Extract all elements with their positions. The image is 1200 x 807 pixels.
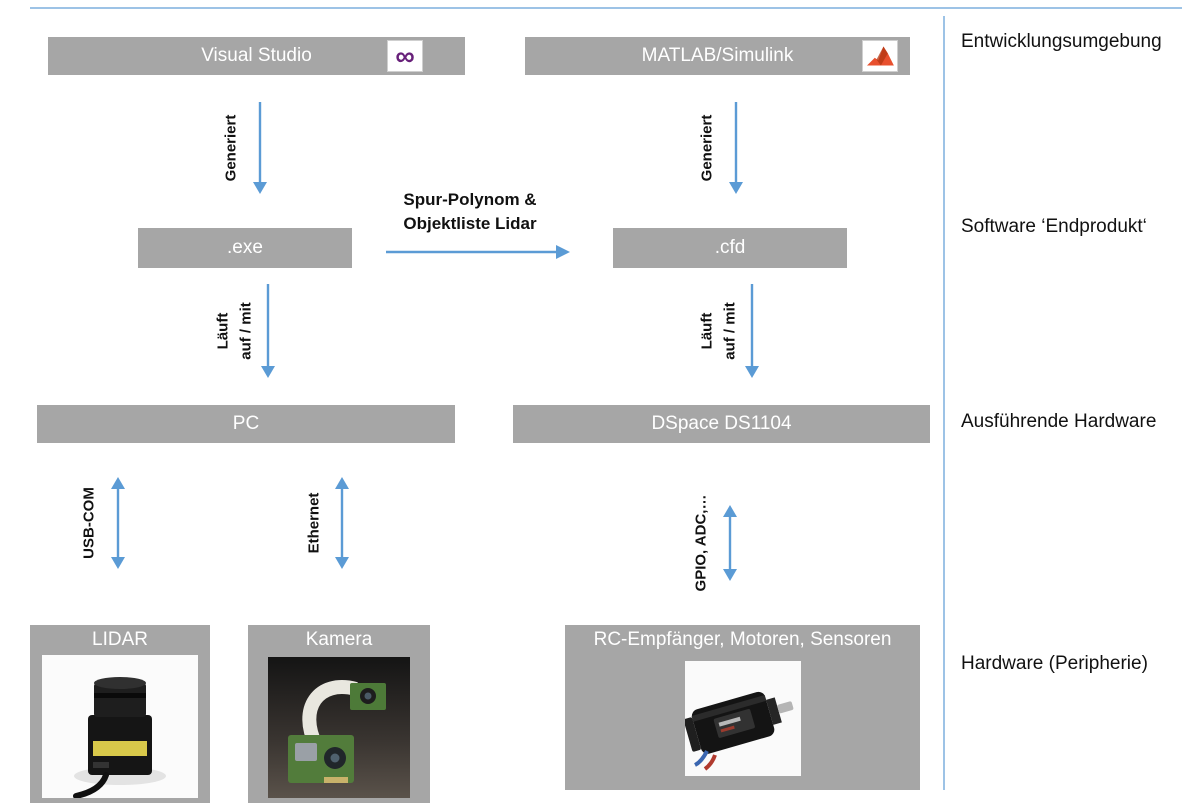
kamera-photo-graphic <box>268 657 410 798</box>
box-lidar: LIDAR <box>30 625 210 803</box>
column-divider-line <box>943 16 945 790</box>
box-matlab-simulink: MATLAB/Simulink <box>525 37 910 75</box>
box-pc-label: PC <box>232 413 260 434</box>
laeuft-label-right-word1: Läuft <box>698 312 716 350</box>
matlab-icon <box>862 40 898 72</box>
box-rc-peripherals-label: RC-Empfänger, Motoren, Sensoren <box>593 629 892 650</box>
matlab-icon-shape <box>867 46 894 66</box>
lidar-photo <box>42 655 198 798</box>
laeuft-label-left-word1: Läuft <box>214 312 232 350</box>
box-rc-peripherals: RC-Empfänger, Motoren, Sensoren <box>565 625 920 790</box>
laeuft-label-left-word2: auf / mit <box>237 302 255 360</box>
exe-to-cfd-label: Spur-Polynom & Objektliste Lidar <box>403 188 536 236</box>
box-matlab-simulink-label: MATLAB/Simulink <box>641 45 794 66</box>
usb-com-label: USB-COM <box>80 487 98 559</box>
box-kamera-label: Kamera <box>305 629 373 650</box>
usb-com-arrow <box>111 477 125 569</box>
box-pc: PC <box>37 405 455 443</box>
gpio-arrow <box>723 505 737 581</box>
layer-label-development: Entwicklungsumgebung <box>961 31 1162 52</box>
box-visual-studio-label: Visual Studio <box>201 45 312 66</box>
layer-label-hardware: Ausführende Hardware <box>961 411 1157 432</box>
laeuft-arrow-right <box>745 284 759 378</box>
laeuft-label-right-word2: auf / mit <box>721 302 739 360</box>
kamera-photo <box>268 657 410 798</box>
box-kamera: Kamera <box>248 625 430 803</box>
generiert-arrow-left <box>253 102 267 194</box>
exe-to-cfd-label-line1: Spur-Polynom & <box>403 190 537 210</box>
box-exe: .exe <box>138 228 352 268</box>
box-dspace: DSpace DS1104 <box>513 405 930 443</box>
top-divider-line <box>30 7 1182 9</box>
lidar-photo-graphic <box>42 655 198 798</box>
box-visual-studio: Visual Studio ∞ <box>48 37 465 75</box>
gpio-label: GPIO, ADC,… <box>692 494 710 592</box>
motor-photo <box>684 661 801 776</box>
ethernet-arrow <box>335 477 349 569</box>
exe-to-cfd-label-line2: Objektliste Lidar <box>403 214 537 233</box>
layer-label-software: Software ‘Endprodukt‘ <box>961 216 1147 237</box>
box-cfd-label: .cfd <box>714 237 746 258</box>
laeuft-arrow-left <box>261 284 275 378</box>
box-lidar-label: LIDAR <box>92 629 148 650</box>
exe-to-cfd-arrow <box>386 245 570 259</box>
layer-label-periphery: Hardware (Peripherie) <box>961 653 1148 674</box>
box-exe-label: .exe <box>227 237 263 258</box>
motor-photo-graphic <box>684 661 801 776</box>
box-cfd: .cfd <box>613 228 847 268</box>
box-dspace-label: DSpace DS1104 <box>651 413 792 434</box>
ethernet-label: Ethernet <box>305 492 323 554</box>
visual-studio-icon-glyph: ∞ <box>395 40 415 71</box>
generiert-arrow-right <box>729 102 743 194</box>
generiert-label-right: Generiert <box>698 114 716 182</box>
generiert-label-left: Generiert <box>222 114 240 182</box>
visual-studio-icon: ∞ <box>387 40 423 72</box>
